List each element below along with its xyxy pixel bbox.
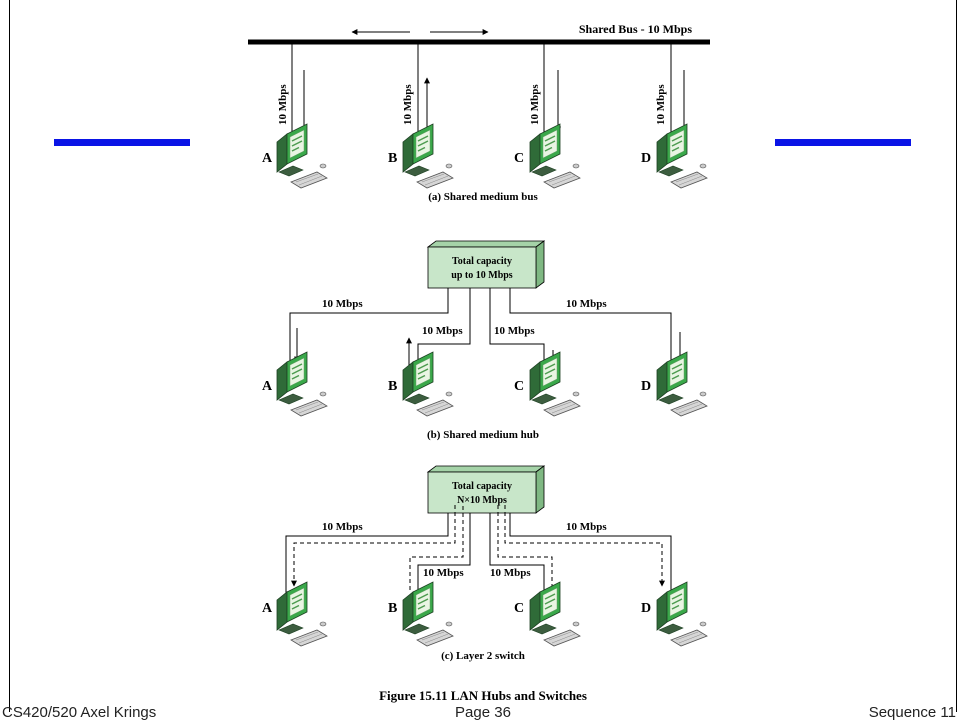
link-label-b-C: 10 Mbps: [494, 325, 535, 337]
figure-caption: Figure 15.11 LAN Hubs and Switches: [379, 688, 587, 703]
station-label-a-C: C: [514, 151, 524, 166]
station-label-a-A: A: [262, 151, 273, 166]
computer-icon: [276, 581, 328, 647]
link-label-b-B: 10 Mbps: [422, 325, 463, 337]
computer-icon: [402, 123, 454, 189]
station-label-a-D: D: [641, 151, 651, 166]
link-label-b-D: 10 Mbps: [566, 298, 607, 310]
computer-icon: [529, 581, 581, 647]
footer-right: Sequence 11: [868, 704, 956, 721]
computer-icon: [529, 351, 581, 417]
link-label-b-A: 10 Mbps: [322, 298, 363, 310]
computer-icon: [402, 581, 454, 647]
computer-icon: [656, 351, 708, 417]
station-label-c-B: B: [388, 601, 397, 616]
computer-icon: [276, 351, 328, 417]
station-label-c-C: C: [514, 601, 524, 616]
link-label-c-D: 10 Mbps: [566, 521, 607, 533]
caption-a: (a) Shared medium bus: [428, 191, 538, 203]
slide-frame: [9, 0, 957, 712]
station-label-c-A: A: [262, 601, 273, 616]
link-label-c-C: 10 Mbps: [490, 567, 531, 579]
right-accent-bar: [775, 139, 911, 146]
switch-label-line1: Total capacity: [452, 481, 512, 492]
station-label-b-C: C: [514, 379, 524, 394]
hub-label-line2: up to 10 Mbps: [451, 270, 513, 281]
link-label-a-B: 10 Mbps: [402, 84, 414, 125]
link-label-c-B: 10 Mbps: [423, 567, 464, 579]
footer-center: Page 36: [455, 704, 511, 721]
caption-b: (b) Shared medium hub: [427, 429, 539, 441]
hub-box: [426, 240, 546, 289]
computer-icon: [276, 123, 328, 189]
caption-c: (c) Layer 2 switch: [441, 650, 525, 662]
footer-left: CS420/520 Axel Krings: [2, 704, 157, 721]
station-label-b-B: B: [388, 379, 397, 394]
computer-icon: [402, 351, 454, 417]
computer-icon: [656, 581, 708, 647]
link-label-a-C: 10 Mbps: [529, 84, 541, 125]
switch-label-line2: N×10 Mbps: [457, 495, 507, 506]
station-label-c-D: D: [641, 601, 651, 616]
link-label-a-A: 10 Mbps: [277, 84, 289, 125]
link-label-c-A: 10 Mbps: [322, 521, 363, 533]
station-label-a-B: B: [388, 151, 397, 166]
station-label-b-A: A: [262, 379, 273, 394]
bus-label: Shared Bus - 10 Mbps: [579, 22, 692, 36]
computer-icon: [529, 123, 581, 189]
left-accent-bar: [54, 139, 190, 146]
link-label-a-D: 10 Mbps: [655, 84, 667, 125]
hub-label-line1: Total capacity: [452, 256, 512, 267]
computer-icon: [656, 123, 708, 189]
switch-box: [426, 465, 546, 514]
station-label-b-D: D: [641, 379, 651, 394]
